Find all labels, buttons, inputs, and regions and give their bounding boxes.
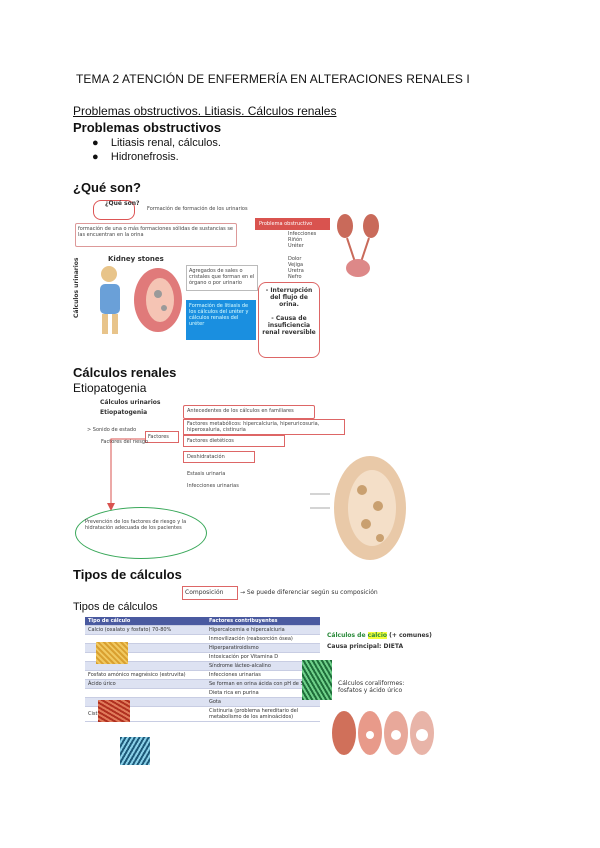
table-row: Inmovilización (reabsorción ósea) xyxy=(85,634,320,644)
kidney-section-illustration-icon xyxy=(310,456,406,560)
que-son-label: ¿Qué son? xyxy=(105,200,140,207)
figure-definition: ¿Qué son? Formación de formación de los … xyxy=(75,198,337,248)
table-title: Tipos de cálculos xyxy=(73,601,158,613)
table-row: Fosfato amónico magnésico (estruvita)Inf… xyxy=(85,670,320,680)
section-que-son: ¿Qué son? xyxy=(73,180,141,195)
calcium-note: Cálculos de calcio (+ comunes) xyxy=(327,632,432,639)
line3-box xyxy=(183,435,285,447)
table-header: Tipo de cálculo xyxy=(85,617,206,626)
que-son-bubble xyxy=(93,200,135,220)
section-problemas: Problemas obstructivos xyxy=(73,120,222,135)
desc-box: Agregados de sales o cristales que forma… xyxy=(186,265,258,291)
composicion-note: → Se puede diferenciar según su composic… xyxy=(240,589,378,596)
struvite-crystal-icon xyxy=(302,660,332,700)
person-illustration-icon xyxy=(100,266,120,334)
kidney-title: Kidney stones xyxy=(108,255,164,263)
definition-box xyxy=(75,223,237,247)
uric-acid-crystal-icon xyxy=(98,700,130,722)
kidney-stone-illustration-icon xyxy=(134,268,182,332)
problema-obstructivo-banner: Problema obstructivo xyxy=(255,218,330,230)
table-row: Hiperparatiroidismo xyxy=(85,643,320,653)
list-2: Dolor Vejiga Uretra Nefro xyxy=(288,256,304,280)
bullet-item: ● Hidronefrosis. xyxy=(92,151,179,163)
table-row: Intoxicación por Vitamina D xyxy=(85,652,320,662)
arrow-down-icon xyxy=(107,438,145,511)
cystine-crystal-icon xyxy=(120,737,150,765)
line2-box xyxy=(183,419,345,435)
line4-box xyxy=(183,451,255,463)
list-1: Infecciones Riñón Uréter xyxy=(288,231,317,249)
urinary-tract-illustration-icon xyxy=(337,214,379,277)
right-callout-box: - Interrupción del flujo de orina. - Cau… xyxy=(258,282,320,358)
calcium-crystal-icon xyxy=(96,642,128,664)
dieta-note: Causa principal: DIETA xyxy=(327,643,404,650)
table-row: Síndrome lácteo-alcalino xyxy=(85,661,320,671)
subtitle: Problemas obstructivos. Litiasis. Cálcul… xyxy=(73,104,337,118)
bullet-item: ● Litiasis renal, cálculos. xyxy=(92,137,221,149)
figure-etiopatogenia: Cálculos urinarios Etiopatogenia > Sonid… xyxy=(75,395,450,565)
line1-box xyxy=(183,405,315,419)
page-title: TEMA 2 ATENCIÓN DE ENFERMERÍA EN ALTERAC… xyxy=(76,72,470,86)
table-header: Factores contribuyentes xyxy=(206,617,320,626)
definition-text: formación de una o más formaciones sólid… xyxy=(78,226,234,238)
section-tipos: Tipos de cálculos xyxy=(73,567,182,582)
prevention-ellipse xyxy=(75,507,207,559)
kidney-series-illustration-icon xyxy=(332,711,434,755)
desc-blue-box: Formación de litiasis de los cálculos de… xyxy=(186,300,256,340)
factores-box xyxy=(145,431,179,443)
definition-arrow-text: Formación de formación de los urinarios xyxy=(147,206,248,212)
section-etiopatogenia: Etiopatogenia xyxy=(73,381,147,395)
side-label: Cálculos urinarios xyxy=(73,257,80,319)
coraliform-note: Cálculos coraliformes: fosfatos y ácido … xyxy=(338,680,405,694)
table-row: Gota xyxy=(85,697,320,707)
table-row: Dieta rica en purina xyxy=(85,688,320,698)
table-row: Calcio (oxalato y fosfato) 70-80%Hiperca… xyxy=(85,625,320,635)
composicion-box: Composición xyxy=(182,586,238,600)
section-calculos-renales: Cálculos renales xyxy=(73,365,177,380)
figure-kidney-stones: Cálculos urinarios Kidney stones xyxy=(73,250,255,342)
